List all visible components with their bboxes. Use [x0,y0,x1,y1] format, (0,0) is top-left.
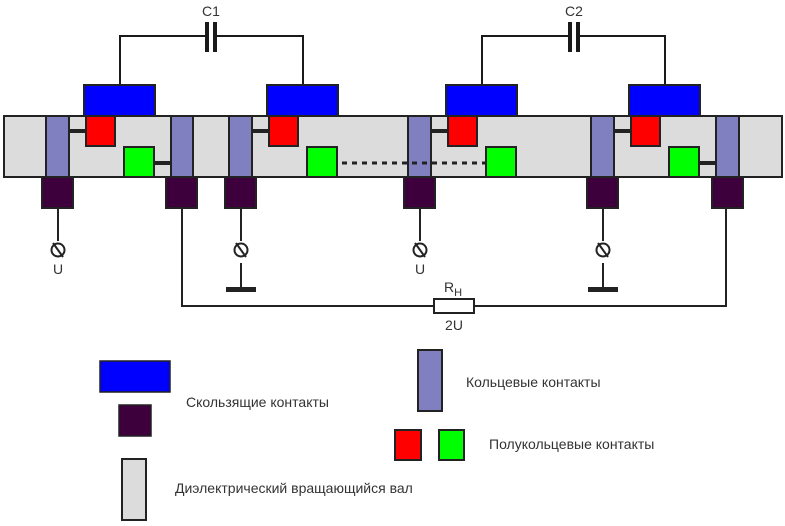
terminal-icon [50,242,66,258]
sliding-contact-bottom [586,176,619,209]
ground-icon [226,287,256,292]
ring-contact [170,115,194,178]
half-ring-contact-green [668,146,700,178]
terminal-icon [233,242,249,258]
legend-swatch-sliding-top [99,360,171,393]
ring-contacts [45,115,740,178]
sliding-contact-bottom [41,176,74,209]
terminal-label-u1: U [53,261,63,277]
terminal-icon [412,242,428,258]
ring-contact [45,115,70,178]
bottom-sliding-contacts [41,176,744,209]
ring-contact [407,115,432,178]
sliding-contact-top [83,84,156,117]
ring-contact [715,115,740,178]
half-ring-contact-green [306,146,338,178]
internal-connectors [69,129,716,165]
ground-icon [588,287,618,292]
capacitor-c1-label: C1 [202,3,220,19]
sliding-contact-bottom [711,176,744,209]
terminal-symbols [50,242,611,258]
half-ring-contacts-green [123,146,700,178]
load-circuit [181,208,727,307]
terminal-leads [57,208,604,288]
legend-label-half-ring: Полукольцевые контакты [489,436,654,452]
ring-contact [590,115,615,178]
sliding-contact-bottom [165,176,198,209]
terminal-label-u2: U [415,261,425,277]
legend-swatch-half-ring-red [394,429,422,461]
sliding-contact-top [266,84,339,117]
legend-label-sliding: Скользящие контакты [186,394,329,410]
legend-label-shaft: Диэлектрический вращающийся вал [175,480,413,496]
load-resistor-label: RH [444,279,462,299]
legend-swatch-half-ring-green [438,429,465,461]
sliding-contact-bottom [224,176,257,209]
half-ring-contacts-red [85,115,661,147]
capacitor-c1 [119,22,304,85]
terminal-icon [595,242,611,258]
half-ring-contact-green [123,146,155,178]
sliding-contact-top [445,84,518,117]
load-resistor-icon [433,298,475,314]
capacitor-c2 [481,22,666,85]
load-voltage-label: 2U [445,317,463,333]
half-ring-contact-green [485,146,517,178]
half-ring-contact-red [268,115,299,147]
legend-swatch-sliding-bottom [118,404,152,437]
half-ring-contact-red [85,115,116,147]
half-ring-contact-red [630,115,661,147]
sliding-contact-bottom [403,176,436,209]
ring-contact [228,115,253,178]
legend-swatch-shaft [121,458,147,521]
top-sliding-contacts [83,84,701,117]
legend-swatch-ring [417,349,443,412]
legend-label-ring: Кольцевые контакты [466,374,601,390]
dielectric-shaft [3,115,783,178]
half-ring-contact-red [447,115,478,147]
sliding-contact-top [628,84,701,117]
legend: Скользящие контакты Диэлектрический вращ… [99,349,654,521]
capacitor-c2-label: C2 [565,3,583,19]
